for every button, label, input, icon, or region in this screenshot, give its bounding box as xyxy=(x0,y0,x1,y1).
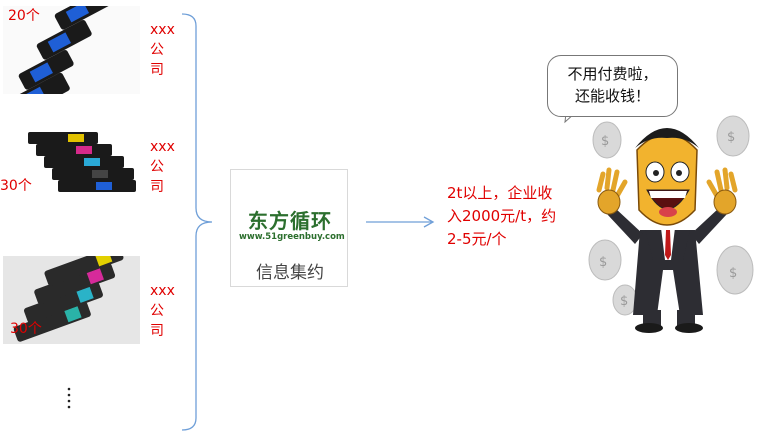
company-label: 司 xyxy=(150,179,164,195)
right-curly-brace xyxy=(181,13,213,431)
more-suppliers-ellipsis xyxy=(66,386,72,412)
company-label: 司 xyxy=(150,323,164,339)
toner-cartridge-large-icon xyxy=(13,256,124,342)
speech-line-2: 还能收钱！ xyxy=(574,87,650,105)
company-label: 司 xyxy=(150,62,164,78)
svg-text:$: $ xyxy=(620,294,628,309)
company-label: xxx xyxy=(150,139,175,155)
toner-cartridge-blue-icon xyxy=(9,6,110,94)
toner-photo-3 xyxy=(3,256,140,344)
brand-logo: 东方循环 xyxy=(248,209,332,233)
svg-text:$: $ xyxy=(601,134,609,149)
toner-cartridge-color-icon xyxy=(28,132,136,192)
supplier-2-company: xxx 公 司 xyxy=(150,137,180,197)
svg-text:$: $ xyxy=(729,266,737,281)
happy-businessman-illustration: $ $ $ $ $ xyxy=(588,115,754,333)
supplier-1-company: xxx 公 司 xyxy=(150,20,180,80)
brand-name: 信息集约 xyxy=(256,263,324,283)
company-label: 公 xyxy=(150,159,164,175)
supplier-3-count: 30个 xyxy=(10,321,42,337)
toner-photo-2 xyxy=(24,124,138,200)
brand-card: 东方循环 www.51greenbuy.com 信息集约 xyxy=(230,169,348,287)
company-label: 公 xyxy=(150,42,164,58)
vertical-ellipsis-icon xyxy=(67,387,71,409)
toner-photo-1 xyxy=(3,6,140,94)
company-label: 公 xyxy=(150,303,164,319)
speech-line-1: 不用付费啦， xyxy=(567,65,658,83)
company-label: xxx xyxy=(150,283,175,299)
svg-text:$: $ xyxy=(599,255,607,270)
flow-arrow xyxy=(366,216,435,228)
company-label: xxx xyxy=(150,22,175,38)
supplier-3-company: xxx 公 司 xyxy=(150,281,180,341)
supplier-2-count: 30个 xyxy=(0,178,32,194)
speech-bubble: 不用付费啦， 还能收钱！ xyxy=(547,55,678,117)
income-description: 2t以上，企业收入2000元/t，约2-5元/个 xyxy=(447,184,557,248)
supplier-1-count: 20个 xyxy=(8,8,40,24)
svg-text:$: $ xyxy=(727,130,735,145)
brand-url: www.51greenbuy.com xyxy=(239,232,345,242)
